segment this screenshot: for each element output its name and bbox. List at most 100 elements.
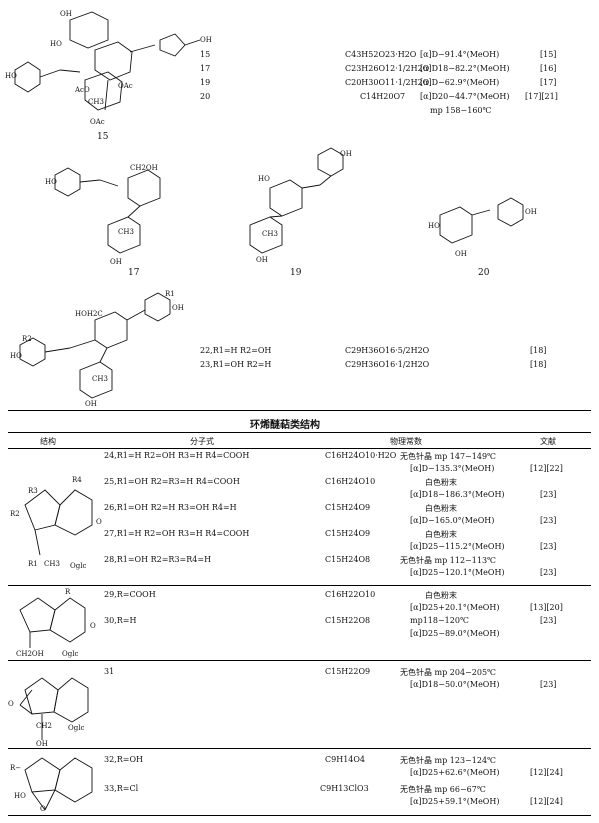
mid-formula-22: C29H36O16·5/2H2O — [345, 346, 430, 355]
top-rot-15: [α]D−91.4°(MeOH) — [420, 50, 500, 59]
label-oh-22b: OH — [85, 400, 97, 408]
label-oac-2: OAc — [90, 118, 105, 126]
label-oh: OH — [60, 10, 72, 18]
row-25-sub: 25,R1=OH R2=R3=H R4=COOH — [104, 477, 240, 486]
label-ch3-17: CH3 — [118, 228, 134, 236]
row-33-p1: 无色针晶 mp 66−67℃ — [400, 785, 486, 794]
label-ho-20: HO — [428, 222, 440, 230]
label-oh-19b: OH — [256, 256, 268, 264]
row-30-sub: 30,R=H — [104, 616, 137, 625]
row-31-p2: [α]D18−50.0°(MeOH) — [410, 680, 500, 689]
table-bottom-rule — [8, 815, 591, 816]
row-25-formula: C16H24O10 — [325, 477, 376, 486]
top-mp-20: mp 158−160℃ — [430, 106, 492, 115]
top-ref-19: [17] — [540, 78, 557, 87]
row-27-p2: [α]D25−115.2°(MeOH) — [410, 542, 505, 551]
label-r-29: R — [65, 588, 71, 596]
top-rot-20: [α]D20−44.7°(MeOH) — [420, 92, 510, 101]
header-structure: 结构 — [40, 437, 56, 446]
label-oh-17: OH — [110, 258, 122, 266]
row-24-p2: [α]D−135.3°(MeOH) — [410, 464, 495, 473]
label-ho: HO — [50, 40, 62, 48]
row-32-sub: 32,R=OH — [104, 755, 143, 764]
top-ref-17: [16] — [540, 64, 557, 73]
top-ref-20: [17][21] — [525, 92, 558, 101]
row-29-p2: [α]D25+20.1°(MeOH) — [410, 603, 500, 612]
label-ch2oh-29: CH2OH — [16, 650, 44, 658]
label-o-1: O — [96, 518, 102, 526]
top-num-19: 19 — [200, 78, 211, 87]
row-24-ref: [12][22] — [530, 464, 563, 473]
top-formula-15: C43H52O23·H2O — [345, 50, 417, 59]
header-props: 物理常数 — [390, 437, 422, 446]
top-formula-20: C14H20O7 — [360, 92, 406, 101]
row-26-sub: 26,R1=OH R2=H R3=OH R4=H — [104, 503, 237, 512]
mid-row-23: 23,R1=OH R2=H — [200, 360, 272, 369]
label-aco: AcO — [75, 86, 90, 94]
top-num-15: 15 — [200, 50, 211, 59]
structure-24-28 — [24, 489, 93, 556]
row-32-ref: [12][24] — [530, 768, 563, 777]
label-r3: R3 — [28, 487, 38, 495]
row-32-formula: C9H14O4 — [325, 755, 366, 764]
top-num-20: 20 — [200, 92, 211, 101]
label-o-32: O — [40, 805, 46, 813]
row-32-p1: 无色针晶 mp 123−124℃ — [400, 756, 496, 765]
mid-ref-22: [18] — [530, 346, 547, 355]
row-33-formula: C9H13ClO3 — [320, 784, 369, 793]
compound-label-20: 20 — [478, 268, 490, 278]
label-ch2oh-17: CH2OH — [130, 164, 158, 172]
label-o-29: O — [90, 622, 96, 630]
row-30-p2: [α]D25−89.0°(MeOH) — [410, 629, 500, 638]
table-title: 环烯醚萜类结构 — [250, 420, 320, 431]
row-26-p1: 白色粉末 — [425, 504, 457, 513]
label-r4: R4 — [72, 476, 82, 484]
group-rule-2 — [8, 660, 591, 661]
mid-formula-23: C29H36O16·1/2H2O — [345, 360, 430, 369]
row-31-sub: 31 — [104, 667, 115, 676]
row-30-ref: [23] — [540, 616, 557, 625]
label-ch3-t: CH3 — [44, 560, 60, 568]
row-25-p1: 白色粉末 — [425, 478, 457, 487]
compound-label-17: 17 — [128, 268, 140, 278]
label-oglc-29: Oglc — [62, 650, 79, 658]
structure-22-23 — [19, 292, 171, 399]
row-27-formula: C15H24O9 — [325, 529, 371, 538]
structure-17 — [54, 167, 161, 254]
row-28-formula: C15H24O8 — [325, 555, 371, 564]
row-28-ref: [23] — [540, 568, 557, 577]
row-24-formula: C16H24O10·H2O — [325, 451, 397, 460]
label-oac: OAc — [118, 82, 133, 90]
label-ch3-19: CH3 — [262, 230, 278, 238]
structure-31 — [19, 677, 89, 740]
compound-label-15: 15 — [97, 132, 109, 142]
label-oglc-1: Oglc — [70, 562, 87, 570]
label-r1-22: R1 — [165, 290, 175, 298]
row-24-sub: 24,R1=H R2=OH R3=H R4=COOH — [104, 451, 250, 460]
row-29-ref: [13][20] — [530, 603, 563, 612]
row-30-p1: mp118−120℃ — [410, 616, 469, 625]
top-formula-19: C20H30O11·1/2H2O — [345, 78, 430, 87]
label-ch2-31: CH2 — [36, 722, 52, 730]
header-rule — [8, 448, 591, 449]
label-ch3-22: CH3 — [92, 375, 108, 383]
top-num-17: 17 — [200, 64, 211, 73]
row-30-formula: C15H22O8 — [325, 616, 371, 625]
label-ho-22: HO — [10, 352, 22, 360]
top-formula-17: C23H26O12·1/2H2O — [345, 64, 430, 73]
header-formula: 分子式 — [190, 437, 214, 446]
label-oh-19: OH — [340, 150, 352, 158]
mid-ref-23: [18] — [530, 360, 547, 369]
row-31-p1: 无色针晶 mp 204−205℃ — [400, 668, 496, 677]
row-31-formula: C15H22O9 — [325, 667, 371, 676]
row-28-p1: 无色针晶 mp 112−113℃ — [400, 556, 496, 565]
label-r2: R2 — [10, 510, 20, 518]
label-oglc-31: Oglc — [68, 724, 85, 732]
label-r2-22: R2 — [22, 335, 32, 343]
label-ho-32: HO — [14, 792, 26, 800]
table-top-rule — [8, 410, 591, 411]
row-25-p2: [α]D18−186.3°(MeOH) — [410, 490, 505, 499]
structure-20 — [439, 197, 524, 244]
label-ch3: CH3 — [88, 98, 104, 106]
row-27-ref: [23] — [540, 542, 557, 551]
